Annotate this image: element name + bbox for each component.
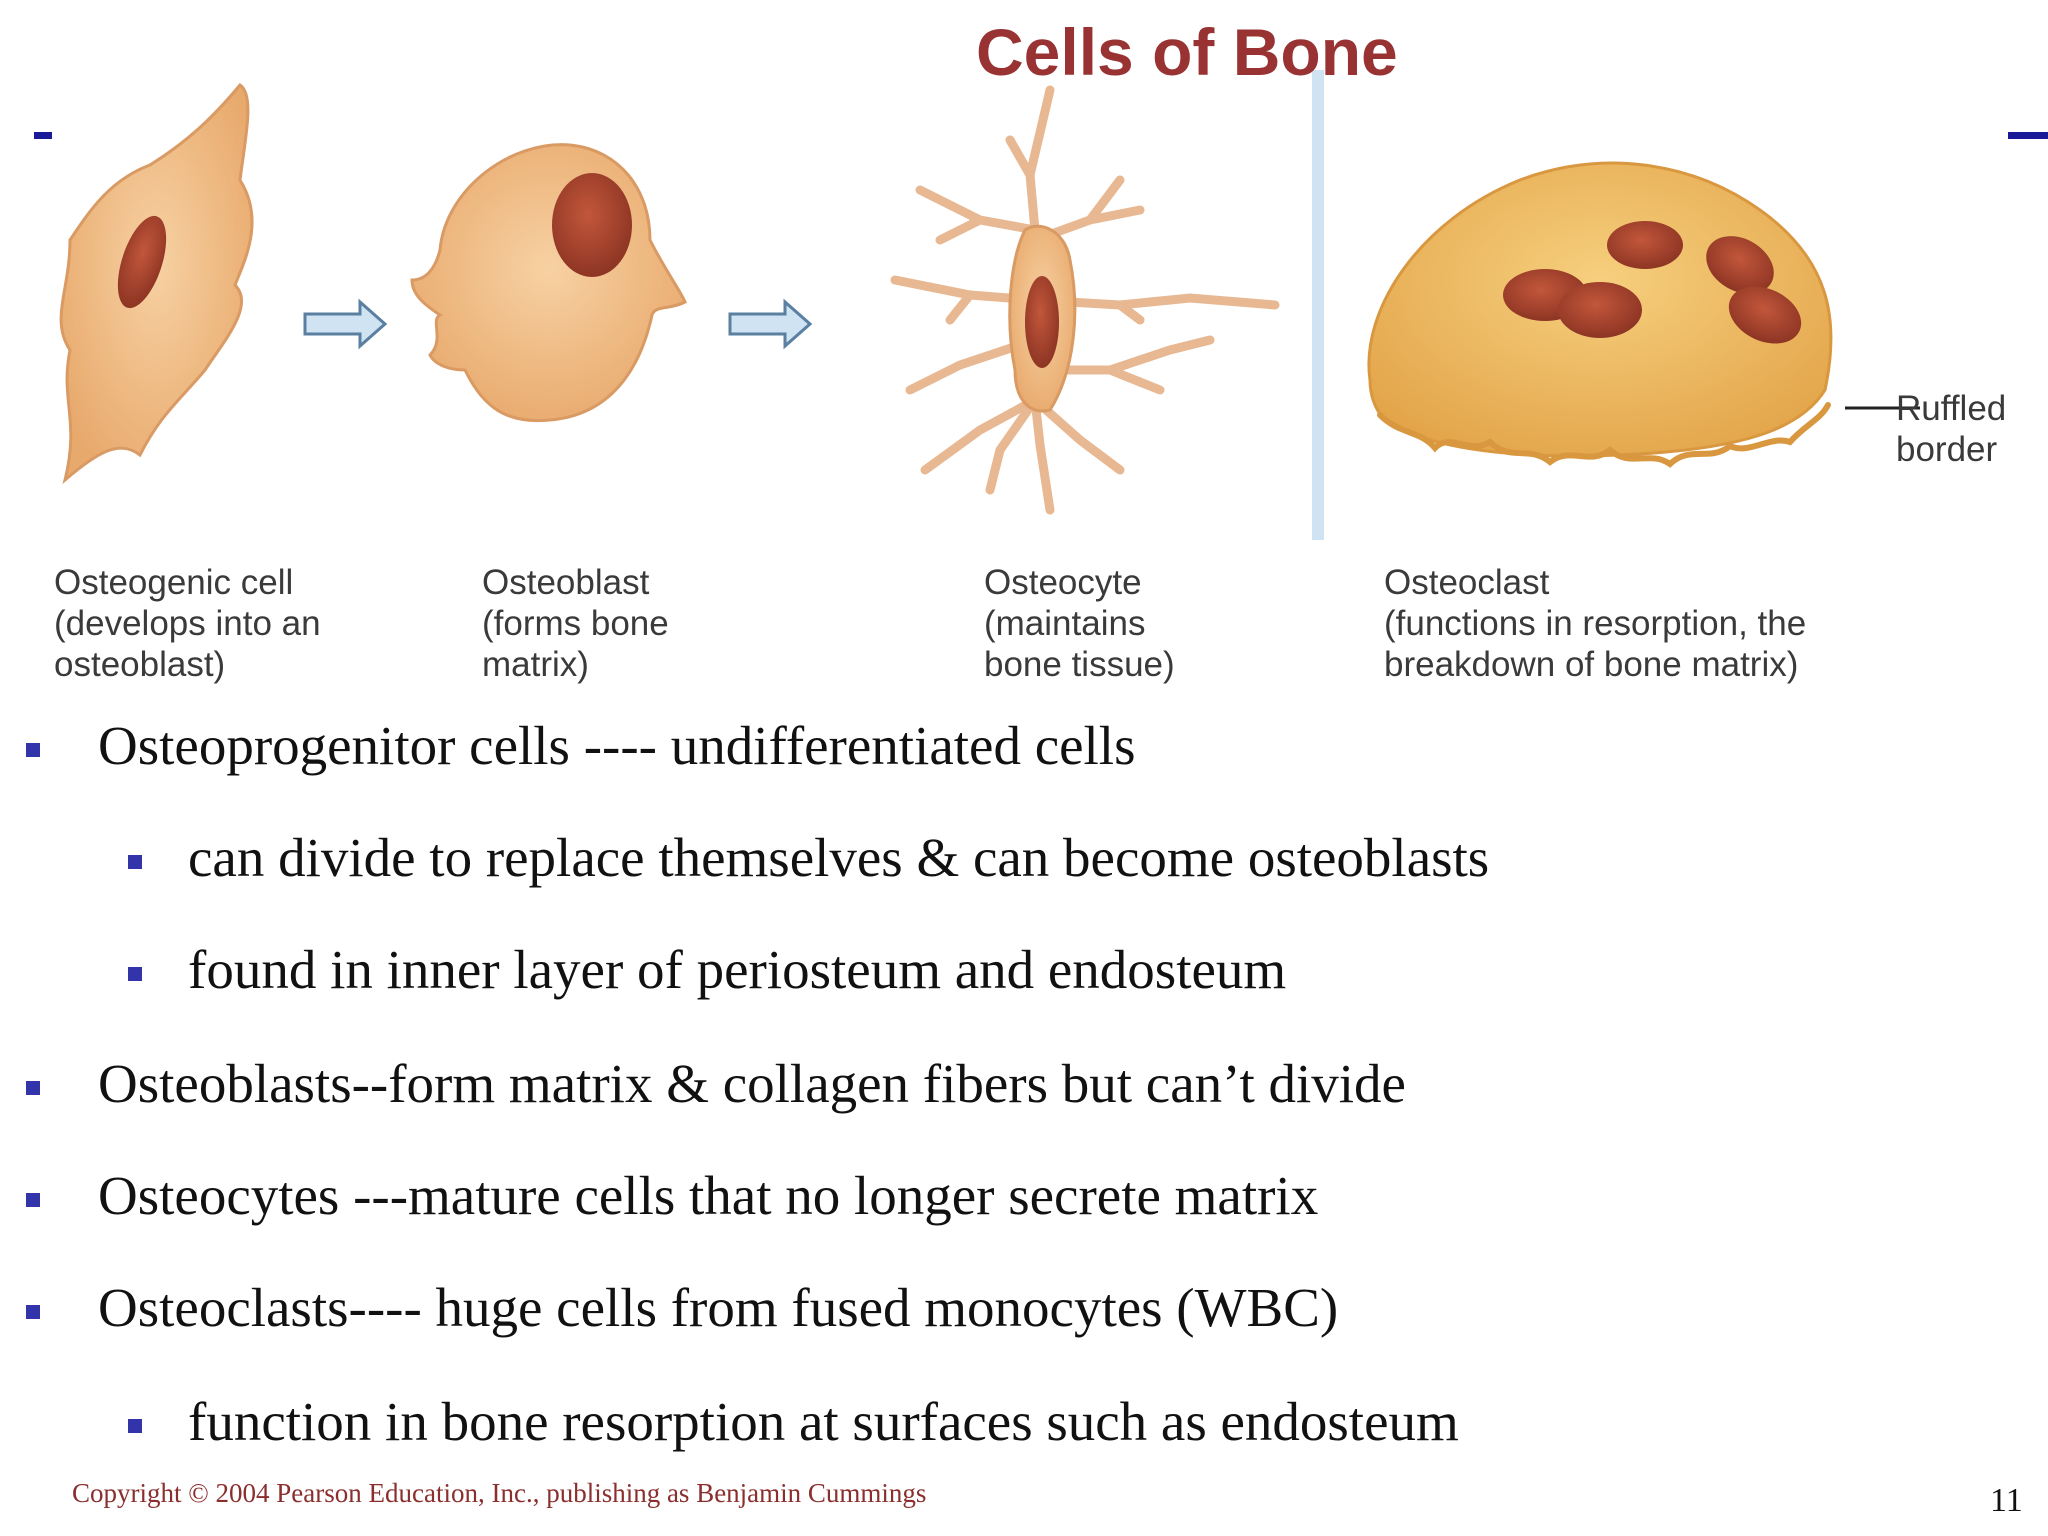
osteoclast-caption: Osteoclast (functions in resorption, the… (1384, 562, 1806, 685)
osteogenic-cell-drawing (59, 83, 254, 485)
arrow-right-icon (728, 298, 813, 350)
caption-line: (forms bone (482, 604, 669, 643)
osteocyte-drawing (890, 85, 1280, 515)
bone-cells-figure: Ruffled border Osteogenic cell (develops… (40, 70, 2020, 710)
bullet-item: function in bone resorption at surfaces … (128, 1390, 1459, 1453)
bullet-text: can divide to replace themselves & can b… (188, 827, 1490, 888)
osteocyte-body (1008, 224, 1077, 413)
bullet-marker-icon (128, 855, 142, 869)
caption-line: bone tissue) (984, 645, 1175, 684)
caption-line: (functions in resorption, the (1384, 604, 1807, 643)
bullet-marker-icon (26, 1193, 40, 1207)
osteocyte-caption: Osteocyte (maintains bone tissue) (984, 562, 1175, 685)
osteoblast-caption: Osteoblast (forms bone matrix) (482, 562, 669, 685)
caption-line: breakdown of bone matrix) (1384, 645, 1799, 684)
bullet-item: Osteoclasts---- huge cells from fused mo… (26, 1276, 1339, 1339)
caption-line: Osteocyte (984, 563, 1142, 602)
bullet-text: Osteoblasts--form matrix & collagen fibe… (98, 1053, 1406, 1114)
slide-title: Cells of Bone (976, 15, 1398, 89)
bullet-marker-icon (128, 1419, 142, 1433)
caption-line: Osteogenic cell (54, 563, 294, 602)
bone-cells-illustration (59, 70, 1920, 540)
bullet-text: found in inner layer of periosteum and e… (188, 939, 1287, 1000)
caption-line: Osteoblast (482, 563, 650, 602)
copyright-notice: Copyright © 2004 Pearson Education, Inc.… (72, 1478, 927, 1508)
caption-line: (maintains (984, 604, 1146, 643)
figure-divider (1312, 70, 1324, 540)
bullet-item: Osteoprogenitor cells ---- undifferentia… (26, 714, 1136, 777)
caption-line: osteoblast) (54, 645, 226, 684)
bullet-item: can divide to replace themselves & can b… (128, 826, 1490, 889)
bullet-item: Osteocytes ---mature cells that no longe… (26, 1164, 1319, 1227)
osteoclast-drawing (1367, 161, 1920, 468)
osteogenic-cell-caption: Osteogenic cell (develops into an osteob… (54, 562, 321, 685)
page-number: 11 (1990, 1482, 2023, 1519)
bullet-marker-icon (26, 743, 40, 757)
bullet-text: Osteoprogenitor cells ---- undifferentia… (98, 715, 1136, 776)
bullet-item: found in inner layer of periosteum and e… (128, 938, 1287, 1001)
ruffled-label-line: Ruffled (1896, 389, 2007, 428)
bullet-marker-icon (26, 1081, 40, 1095)
osteoblast-drawing (410, 143, 687, 423)
bullet-item: Osteoblasts--form matrix & collagen fibe… (26, 1052, 1406, 1115)
caption-line: matrix) (482, 645, 589, 684)
ruffled-border-label: Ruffled border (1896, 388, 2006, 470)
bullet-text: function in bone resorption at surfaces … (188, 1391, 1459, 1452)
corner-mark-right (2008, 132, 2048, 139)
bullet-marker-icon (128, 967, 142, 981)
arrow-right-icon (303, 298, 388, 350)
bullet-text: Osteoclasts---- huge cells from fused mo… (98, 1277, 1339, 1338)
bullet-text: Osteocytes ---mature cells that no longe… (98, 1165, 1319, 1226)
caption-line: Osteoclast (1384, 563, 1550, 602)
corner-mark-left (34, 132, 52, 139)
ruffled-label-line: border (1896, 430, 1998, 469)
bullet-marker-icon (26, 1305, 40, 1319)
caption-line: (develops into an (54, 604, 321, 643)
